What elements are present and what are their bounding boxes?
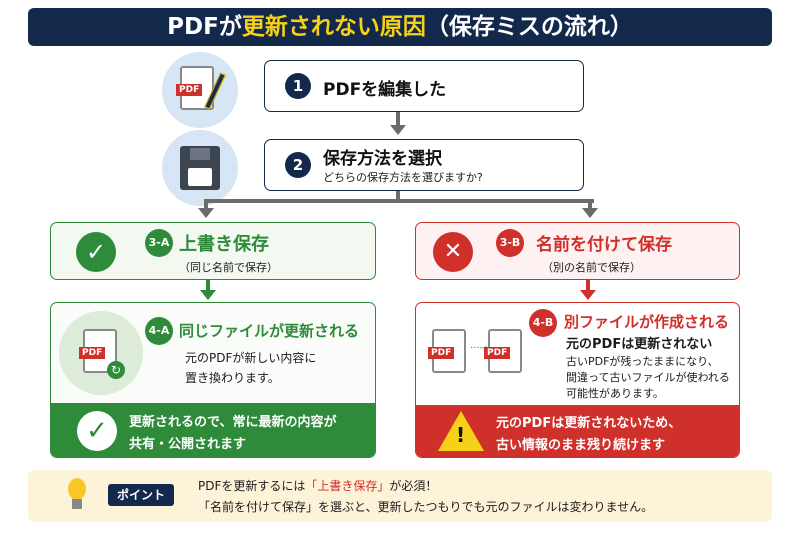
- title-highlight: 更新されない原因: [241, 14, 426, 40]
- footer-text: 元のPDFは更新されないため、: [496, 416, 682, 431]
- badge: 3-B: [496, 229, 524, 257]
- result-a-footer: ✓ 更新されるので、常に最新の内容が 共有・公開されます: [51, 403, 375, 457]
- result-a-box: PDF ↻ 4-A 同じファイルが更新される 元のPDFが新しい内容に 置き換わ…: [50, 302, 376, 458]
- result-title: 別ファイルが作成される: [564, 313, 730, 331]
- pdf-copy-icon: PDF ···→ PDF: [426, 325, 536, 383]
- pdf-update-icon: PDF ↻: [59, 311, 143, 395]
- lightbulb-icon: [68, 478, 86, 500]
- step-number: 1: [285, 73, 311, 99]
- point-line-1: PDFを更新するには「上書き保存」が必須！: [198, 477, 437, 494]
- option-title: 上書き保存: [179, 234, 269, 255]
- arrow-down-icon: [390, 125, 406, 135]
- result-text: 古いPDFが残ったままになり、: [566, 355, 719, 368]
- option-b-box: ✕ 3-B 名前を付けて保存 （別の名前で保存）: [415, 222, 740, 280]
- step-2-box: 2 保存方法を選択 どちらの保存方法を選びますか?: [264, 139, 584, 191]
- result-b-box: PDF ···→ PDF 4-B 別ファイルが作成される 元のPDFは更新されな…: [415, 302, 740, 458]
- result-headline: 元のPDFは更新されない: [566, 337, 713, 352]
- point-line-2: 「名前を付けて保存」を選ぶと、更新したつもりでも元のファイルは変わりません。: [198, 500, 654, 514]
- step-1-box: 1 PDFを編集した: [264, 60, 584, 112]
- badge: 4-B: [529, 309, 557, 337]
- footer-text: 更新されるので、常に最新の内容が: [129, 415, 337, 430]
- result-text: 間違って古いファイルが使われる: [566, 371, 730, 384]
- title-suffix: （保存ミスの流れ）: [425, 14, 633, 40]
- check-icon: ✓: [77, 411, 117, 451]
- option-a-box: ✓ 3-A 上書き保存 （同じ名前で保存）: [50, 222, 376, 280]
- result-title: 同じファイルが更新される: [179, 322, 360, 340]
- option-sub: （別の名前で保存）: [542, 261, 641, 274]
- badge: 3-A: [145, 229, 173, 257]
- arrow-down-icon: [580, 290, 596, 300]
- refresh-icon: ↻: [107, 361, 125, 379]
- result-text: 置き換わります。: [185, 371, 280, 385]
- result-text: 可能性があります。: [566, 387, 664, 400]
- point-text: が必須！: [389, 479, 438, 493]
- pdf-tag: PDF: [176, 84, 203, 96]
- step-label: PDFを編集した: [323, 80, 447, 100]
- pdf-edit-icon: PDF: [162, 52, 238, 128]
- step-number: 2: [285, 152, 311, 178]
- footer-text: 古い情報のまま残り続けます: [496, 438, 666, 453]
- step-sub: どちらの保存方法を選びますか?: [323, 171, 483, 184]
- arrow-down-icon: [198, 208, 214, 218]
- footer-text: 共有・公開されます: [129, 437, 247, 452]
- point-label: ポイント: [108, 484, 174, 506]
- step-label: 保存方法を選択: [323, 149, 442, 169]
- title-prefix: PDFが: [167, 14, 242, 40]
- arrow-down-icon: [200, 290, 216, 300]
- arrow-down-icon: [582, 208, 598, 218]
- check-icon: ✓: [76, 232, 116, 272]
- warning-icon: [438, 411, 484, 451]
- result-b-footer: ! 元のPDFは更新されないため、 古い情報のまま残り続けます: [416, 405, 739, 457]
- floppy-disk-icon: [162, 130, 238, 206]
- point-box: ポイント PDFを更新するには「上書き保存」が必須！ 「名前を付けて保存」を選ぶ…: [28, 470, 772, 522]
- point-highlight: 「上書き保存」: [305, 479, 390, 493]
- result-text: 元のPDFが新しい内容に: [185, 351, 317, 365]
- option-sub: （同じ名前で保存）: [179, 261, 278, 274]
- page-title: PDFが更新されない原因（保存ミスの流れ）: [28, 8, 772, 46]
- option-title: 名前を付けて保存: [536, 235, 672, 255]
- badge: 4-A: [145, 317, 173, 345]
- x-icon: ✕: [433, 232, 473, 272]
- point-text: PDFを更新するには: [198, 479, 306, 493]
